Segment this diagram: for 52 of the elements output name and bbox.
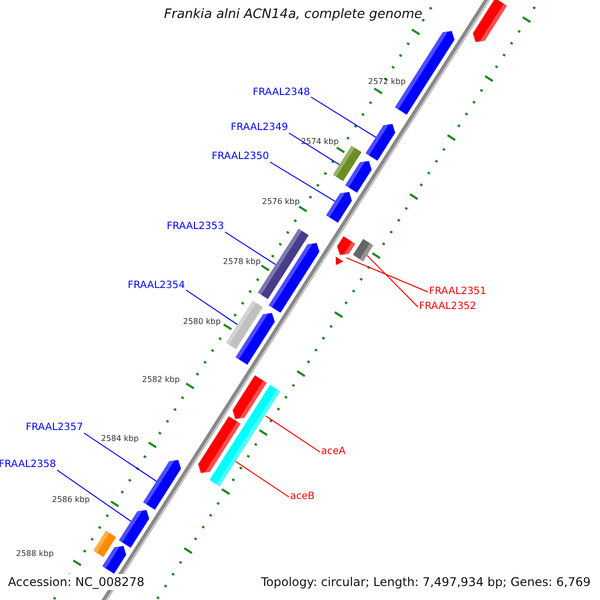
gene-label: FRAAL2348 [252, 87, 310, 99]
gene-feature [353, 238, 374, 262]
leader-line [56, 470, 132, 522]
leader-line [310, 96, 376, 138]
gene-feature [337, 236, 356, 255]
gene-feature [345, 161, 372, 193]
leader-line [186, 290, 238, 326]
leader-line [84, 432, 157, 482]
leader-line [270, 162, 336, 202]
gene-feature [268, 243, 320, 313]
leader-line [265, 415, 320, 452]
gene-feature [336, 256, 344, 266]
gene-feature [143, 460, 181, 510]
gene-label: FRAAL2352 [419, 301, 476, 313]
gene-feature [326, 192, 352, 223]
gene-label: FRAAL2351 [429, 286, 486, 298]
gene-feature [236, 313, 275, 365]
position-label: 2582 kbp [142, 375, 180, 385]
gene-label: FRAAL2350 [212, 151, 269, 163]
gene-feature [366, 124, 396, 161]
leader-line [224, 232, 276, 266]
gene-label: aceB [290, 491, 315, 503]
leader-line [346, 257, 428, 292]
position-label: 2572 kbp [368, 77, 406, 87]
gene-feature [93, 530, 116, 558]
position-label: 2588 kbp [16, 549, 54, 559]
gene-feature [118, 510, 150, 548]
position-label: 2578 kbp [223, 257, 261, 267]
gene-feature [102, 546, 126, 574]
gene-feature [472, 0, 507, 42]
footer-text: Topology: circular; Length: 7,497,934 bp; Genes: 6,769 [259, 574, 593, 590]
position-label: 2586 kbp [52, 495, 90, 505]
gene-feature [333, 146, 362, 182]
gene-label: FRAAL2357 [26, 422, 83, 434]
gene-label: FRAAL2349 [230, 122, 288, 134]
title: Frankia alni ACN14a, complete genome [164, 8, 422, 21]
leader-line [366, 254, 418, 308]
leader-line [235, 460, 290, 498]
leader-line [288, 132, 340, 166]
position-label: 2580 kbp [183, 317, 221, 327]
position-label: 2584 kbp [101, 434, 139, 444]
position-label: 2576 kbp [262, 197, 300, 207]
gene-label: aceA [321, 446, 346, 458]
position-label: 2574 kbp [301, 137, 339, 147]
gene-feature [210, 384, 280, 486]
footer-text: Accession: NC_008278 [6, 574, 146, 590]
gene-feature [198, 416, 241, 473]
gene-label: FRAAL2354 [128, 280, 185, 292]
gene-label: FRAAL2358 [0, 459, 56, 471]
gene-feature [232, 375, 267, 419]
gene-feature [226, 300, 263, 350]
gene-label: FRAAL2353 [166, 221, 224, 233]
